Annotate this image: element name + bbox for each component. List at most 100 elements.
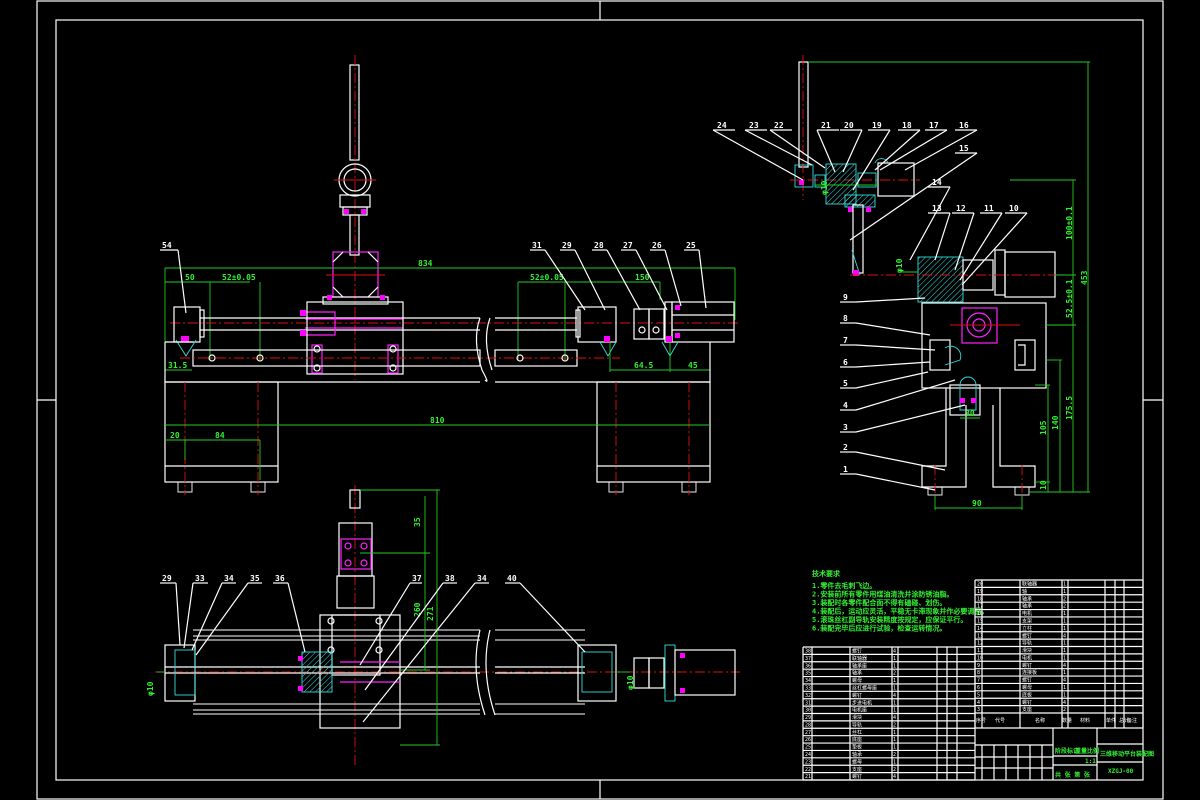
bom-no: 35 [805,671,811,677]
bom-name: 步进电机 [852,699,872,706]
bom-name: 螺母 [1022,684,1032,691]
svg-text:260: 260 [413,602,422,617]
balloon-leader [816,129,836,173]
bom-name: 支架 [1022,617,1032,624]
bom-qty: 4 [1063,678,1066,684]
svg-text:34: 34 [477,574,487,583]
top-balloons: 29 33 34 35 36 37 38 34 40 [160,574,586,723]
svg-text:31.5: 31.5 [168,361,187,370]
bom-name: 螺母 [852,677,862,684]
svg-text:φ10: φ10 [626,675,635,690]
bom-name: 导轨 [1022,640,1032,647]
bom-no: 13 [977,633,983,639]
bom-no: 21 [805,774,811,780]
bom-name: 联轴器 [1022,581,1037,588]
scale-label: 比例 [1087,747,1099,755]
bom-no: 3 [977,707,980,713]
balloon-leader [712,129,804,181]
bom-name: 螺钉 [852,692,862,699]
bom-qty: 1 [1063,648,1066,654]
bom-name: 滑块 [1022,647,1032,654]
bom-qty: 1 [893,737,896,743]
balloon-leader [855,344,936,351]
rail-bolts [208,354,569,362]
balloon-label: 6 [843,358,848,367]
balloon-label: 4 [843,401,848,410]
svg-text:150: 150 [635,273,650,282]
bom-qty: 4 [1063,700,1066,706]
dim-834: 834 [418,259,433,268]
balloon-label: 2 [843,443,848,452]
balloon-label: 5 [843,379,848,388]
top-view: φ10 φ10 35 260 271 29 [146,485,740,765]
balloon-label: 12 [956,204,966,213]
tech-req-item: 3.装配时各零件配合面不得有磕碰、划伤。 [812,598,946,607]
bom-qty: 1 [1063,670,1066,676]
bom-header-cell: 序号 [976,717,986,724]
bom-name: 螺母 [852,758,862,765]
svg-text:30: 30 [965,409,975,418]
balloon-leader [934,212,951,261]
bom-no: 9 [977,663,980,669]
balloon-label: 18 [902,121,912,130]
svg-text:35: 35 [413,517,422,527]
stage-label: 阶段标记 [1055,747,1079,755]
bom-no: 36 [805,663,811,669]
svg-text:810: 810 [430,416,445,425]
svg-text:34: 34 [224,574,234,583]
svg-text:40: 40 [507,574,517,583]
balloon-label: 23 [749,121,759,130]
bom-qty: 4 [893,774,896,780]
bom-no: 17 [977,604,983,610]
bom-no: 32 [805,693,811,699]
bom-qty: 1 [893,745,896,751]
bom-no: 24 [805,752,811,758]
bom-name: 导轨 [852,721,862,728]
svg-text:52±0.05: 52±0.05 [222,273,256,282]
balloon-leader [874,129,921,171]
bom-qty: 2 [1063,596,1066,602]
balloon-label: 7 [843,336,848,345]
balloon-leader [961,212,1028,286]
bom-qty: 1 [1063,655,1066,661]
balloon-label: 19 [872,121,882,130]
bom-no: 11 [977,648,983,654]
bom-no: 30 [805,708,811,714]
bom-qty: 1 [1063,618,1066,624]
bom-header-cell: 单件 总计 [1106,717,1129,724]
svg-text:φ10: φ10 [146,681,155,696]
bom-no: 37 [805,656,811,662]
tech-req-item: 6.装配完毕后应进行试验，检查运转情况。 [812,624,946,633]
bom-qty: 1 [893,656,896,662]
balloon-leader [744,129,813,166]
bom-no: 14 [977,626,983,632]
svg-text:54: 54 [162,241,172,250]
bom-no: 15 [977,618,983,624]
bom-no: 16 [977,611,983,617]
svg-text:27: 27 [623,241,633,250]
outer-border [36,0,1164,800]
bom-name: 丝杠螺母座 [852,684,877,691]
balloon-leader [852,129,891,191]
svg-text:φ10: φ10 [895,258,904,273]
bom-qty: 2 [1063,604,1066,610]
bom-name: 电机 [1022,654,1032,661]
svg-text:271: 271 [426,606,435,621]
bom-name: 轴承 [852,751,862,758]
svg-text:453: 453 [1080,270,1089,285]
bom-name: 轴承座 [852,662,867,669]
svg-text:28: 28 [594,241,604,250]
bom-no: 4 [977,700,980,706]
bom-qty: 2 [1063,707,1066,713]
bom-name: 支座 [852,766,862,773]
bom-qty: 4 [1063,633,1066,639]
svg-text:35: 35 [250,574,260,583]
bom-qty: 1 [1063,582,1066,588]
bom-no: 34 [805,678,811,684]
balloon-label: 17 [929,121,939,130]
bom-qty: 1 [893,730,896,736]
bom-qty: 1 [1063,685,1066,691]
balloon-leader [855,451,946,471]
